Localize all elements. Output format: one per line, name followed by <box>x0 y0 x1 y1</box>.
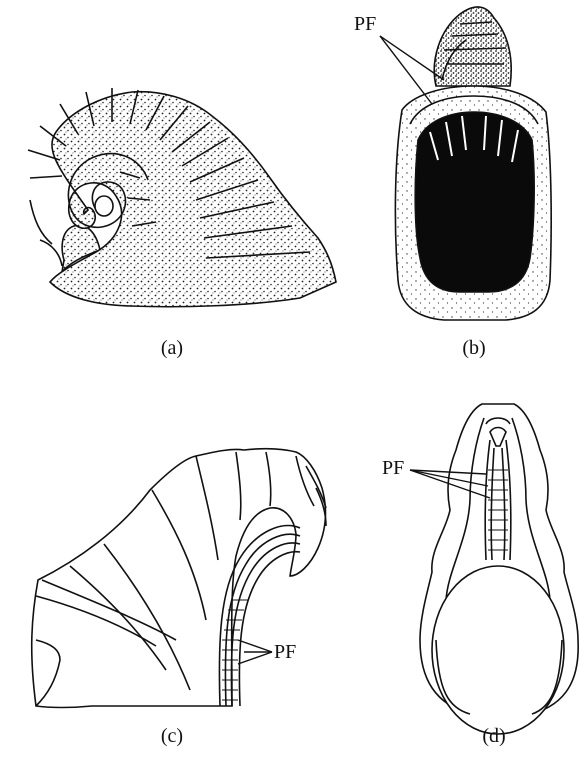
panel-c-outline-drawing <box>32 449 326 708</box>
panel-d-outline-drawing <box>420 404 578 734</box>
panel-b-pf-annotation: PF <box>354 13 444 104</box>
panel-b: PF (b) <box>354 7 551 359</box>
panel-b-pf-pointer-2 <box>380 36 444 80</box>
panel-a-label: (a) <box>161 337 183 359</box>
panel-c-pf-annotation: PF <box>238 640 296 664</box>
panel-d: PF (d) <box>382 404 578 747</box>
panel-d-label: (d) <box>482 725 505 747</box>
panel-c: PF (c) <box>32 449 326 747</box>
panel-c-label: (c) <box>161 725 183 747</box>
panel-a-shell-drawing <box>28 88 336 307</box>
panel-b-pf-pointer-1 <box>380 36 432 104</box>
panel-c-pf-pointer-3 <box>238 652 272 664</box>
panel-a: (a) <box>28 88 336 359</box>
panel-b-pf-label: PF <box>354 13 376 35</box>
panel-d-pf-label: PF <box>382 457 404 479</box>
panel-b-label: (b) <box>462 337 485 359</box>
panel-c-pf-pointer-1 <box>238 640 272 652</box>
panel-b-aperture-drawing <box>395 7 551 320</box>
panel-c-pf-label: PF <box>274 641 296 663</box>
